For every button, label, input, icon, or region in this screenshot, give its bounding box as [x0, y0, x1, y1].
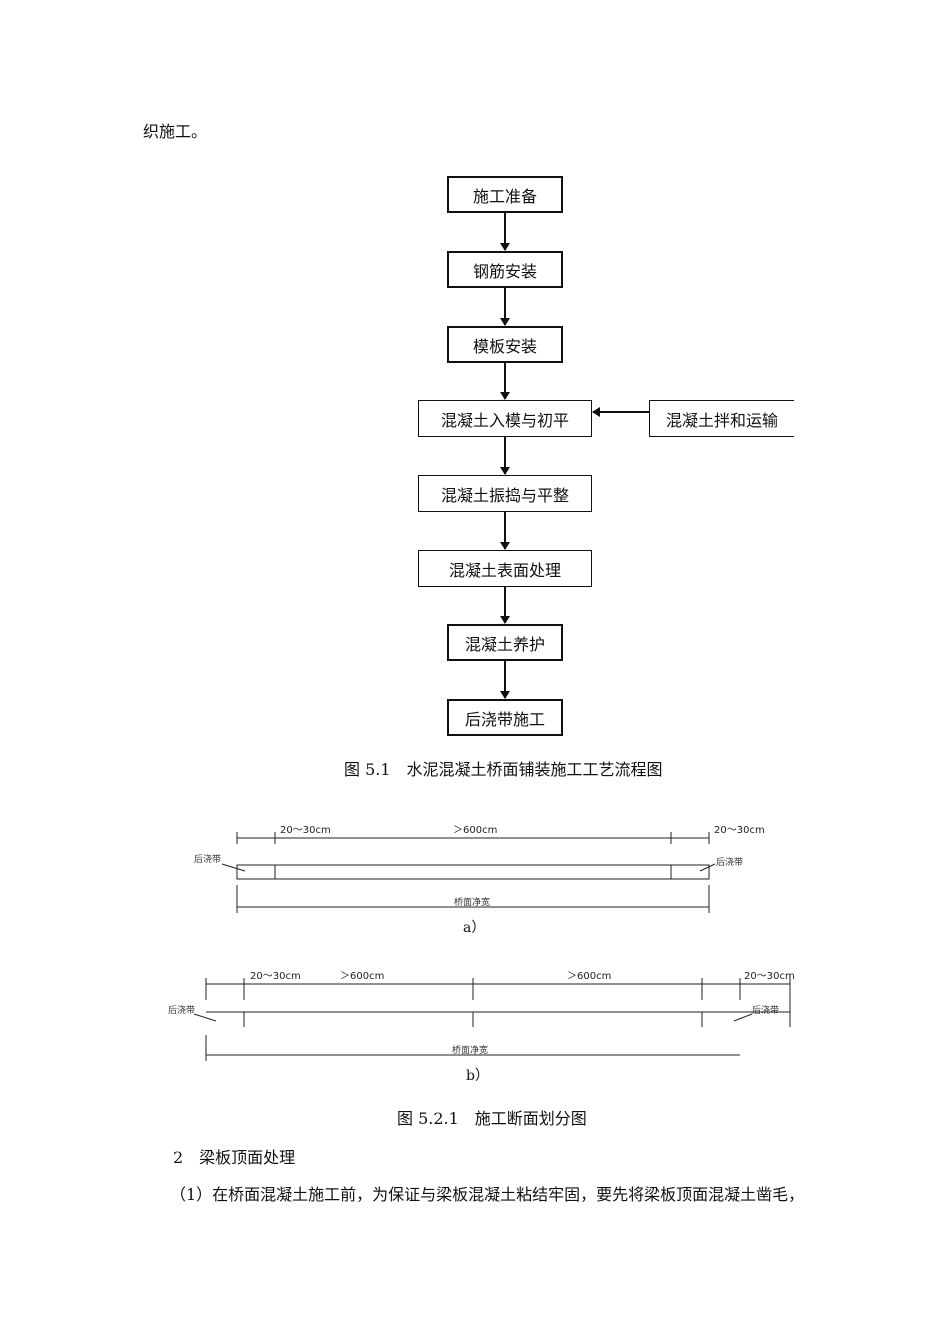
dim-label-a-right: 20～30cm: [714, 825, 765, 836]
flow-step-formwork: 模板安装: [447, 326, 563, 363]
post-pour-label-b-right: 后浇带: [752, 1004, 779, 1016]
dim-label-b-mid2: ＞600cm: [567, 971, 611, 982]
body-paragraph: （1）在桥面混凝土施工前，为保证与梁板混凝土粘结牢固，要先将梁板顶面混凝土凿毛，: [170, 1185, 805, 1204]
flow-step-rebar: 钢筋安装: [447, 251, 563, 288]
flow-step-vibrate: 混凝土振捣与平整: [418, 475, 592, 512]
section-diagram-caption: 图 5.2.1 施工断面划分图: [397, 1109, 587, 1128]
section-diagram: 20～30cm ＞600cm 20～30cm 后浇带 后浇带 桥面净宽 20～3…: [168, 825, 795, 1061]
width-label-b: 桥面净宽: [452, 1044, 488, 1056]
flow-step-pour: 混凝土入模与初平: [418, 400, 592, 437]
dim-label-b-mid1: ＞600cm: [340, 971, 384, 982]
dim-label-b-left: 20～30cm: [250, 971, 301, 982]
dim-label-a-mid: ＞600cm: [453, 825, 497, 836]
flow-step-curing: 混凝土养护: [447, 624, 563, 661]
post-pour-label-a-right: 后浇带: [716, 856, 743, 868]
top-text-line: 织施工。: [143, 122, 208, 141]
post-pour-label-b-left: 后浇带: [168, 1004, 195, 1016]
width-label-a: 桥面净宽: [454, 896, 490, 908]
diagram-sublabel-a: a）: [463, 920, 486, 936]
post-pour-label-a-left: 后浇带: [194, 853, 221, 865]
flow-side-mixing: 混凝土拌和运输: [649, 400, 794, 437]
section-heading: 2 梁板顶面处理: [173, 1148, 296, 1167]
diagram-sublabel-b: b）: [466, 1068, 489, 1084]
dim-label-b-right: 20～30cm: [744, 971, 795, 982]
flow-caption: 图 5.1 水泥混凝土桥面铺装施工工艺流程图: [344, 760, 663, 779]
flow-step-prepare: 施工准备: [447, 176, 563, 213]
dim-label-a-left: 20～30cm: [280, 825, 331, 836]
deck-slab-a: [236, 864, 710, 880]
flow-step-surface: 混凝土表面处理: [418, 550, 592, 587]
flow-step-post-pour: 后浇带施工: [447, 699, 563, 736]
flow-arrows: [500, 213, 649, 699]
